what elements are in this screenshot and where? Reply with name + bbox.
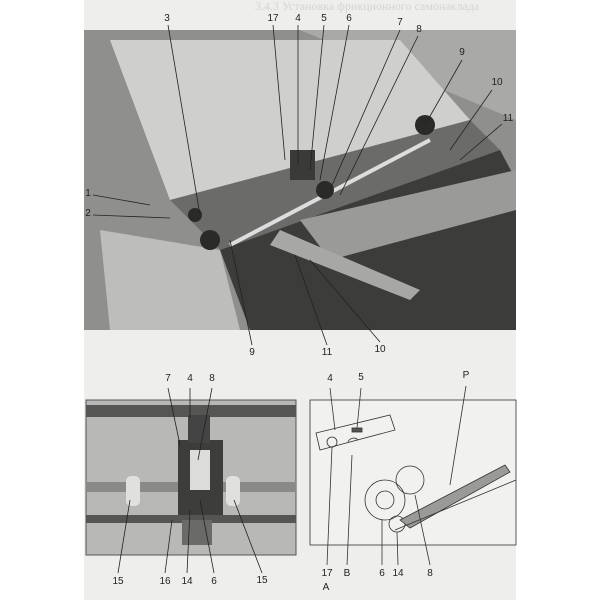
callout-7: 7 <box>165 373 171 384</box>
callout-4: 4 <box>187 373 193 384</box>
callout-5: 5 <box>358 372 364 383</box>
callout-16: 16 <box>159 576 171 587</box>
callout-15: 15 <box>112 576 124 587</box>
callout-11-bottom: 11 <box>321 347 333 358</box>
callout-9: 9 <box>459 47 465 58</box>
callout-17: 17 <box>267 13 279 24</box>
callout-10: 10 <box>491 77 503 88</box>
callout-14: 14 <box>392 568 404 579</box>
callout-9-bottom: 9 <box>249 347 255 358</box>
callout-a: A <box>322 582 330 593</box>
callout-6: 6 <box>346 13 352 24</box>
callout-2: 2 <box>85 208 91 219</box>
callout-p: P <box>462 370 470 381</box>
callout-7: 7 <box>397 17 403 28</box>
bottom-right-diagram <box>309 385 517 566</box>
callout-1: 1 <box>85 188 91 199</box>
callout-15-right: 15 <box>256 575 268 586</box>
callout-5: 5 <box>321 13 327 24</box>
top-machine-photo <box>84 24 516 346</box>
callout-10-bottom: 10 <box>374 344 386 355</box>
callout-4: 4 <box>327 373 333 384</box>
callout-14: 14 <box>181 576 193 587</box>
callout-b: B <box>343 568 351 579</box>
callout-17: 17 <box>321 568 333 579</box>
callout-6: 6 <box>211 576 217 587</box>
callout-8: 8 <box>209 373 215 384</box>
callout-8: 8 <box>427 568 433 579</box>
callout-3: 3 <box>164 13 170 24</box>
callout-8: 8 <box>416 24 422 35</box>
callout-4: 4 <box>295 13 301 24</box>
callout-11: 11 <box>502 113 514 124</box>
bleed-through-heading: 3.4.3 Установка фрикционного самонаклада <box>255 0 480 13</box>
bottom-left-photo <box>85 387 297 574</box>
callout-6: 6 <box>379 568 385 579</box>
